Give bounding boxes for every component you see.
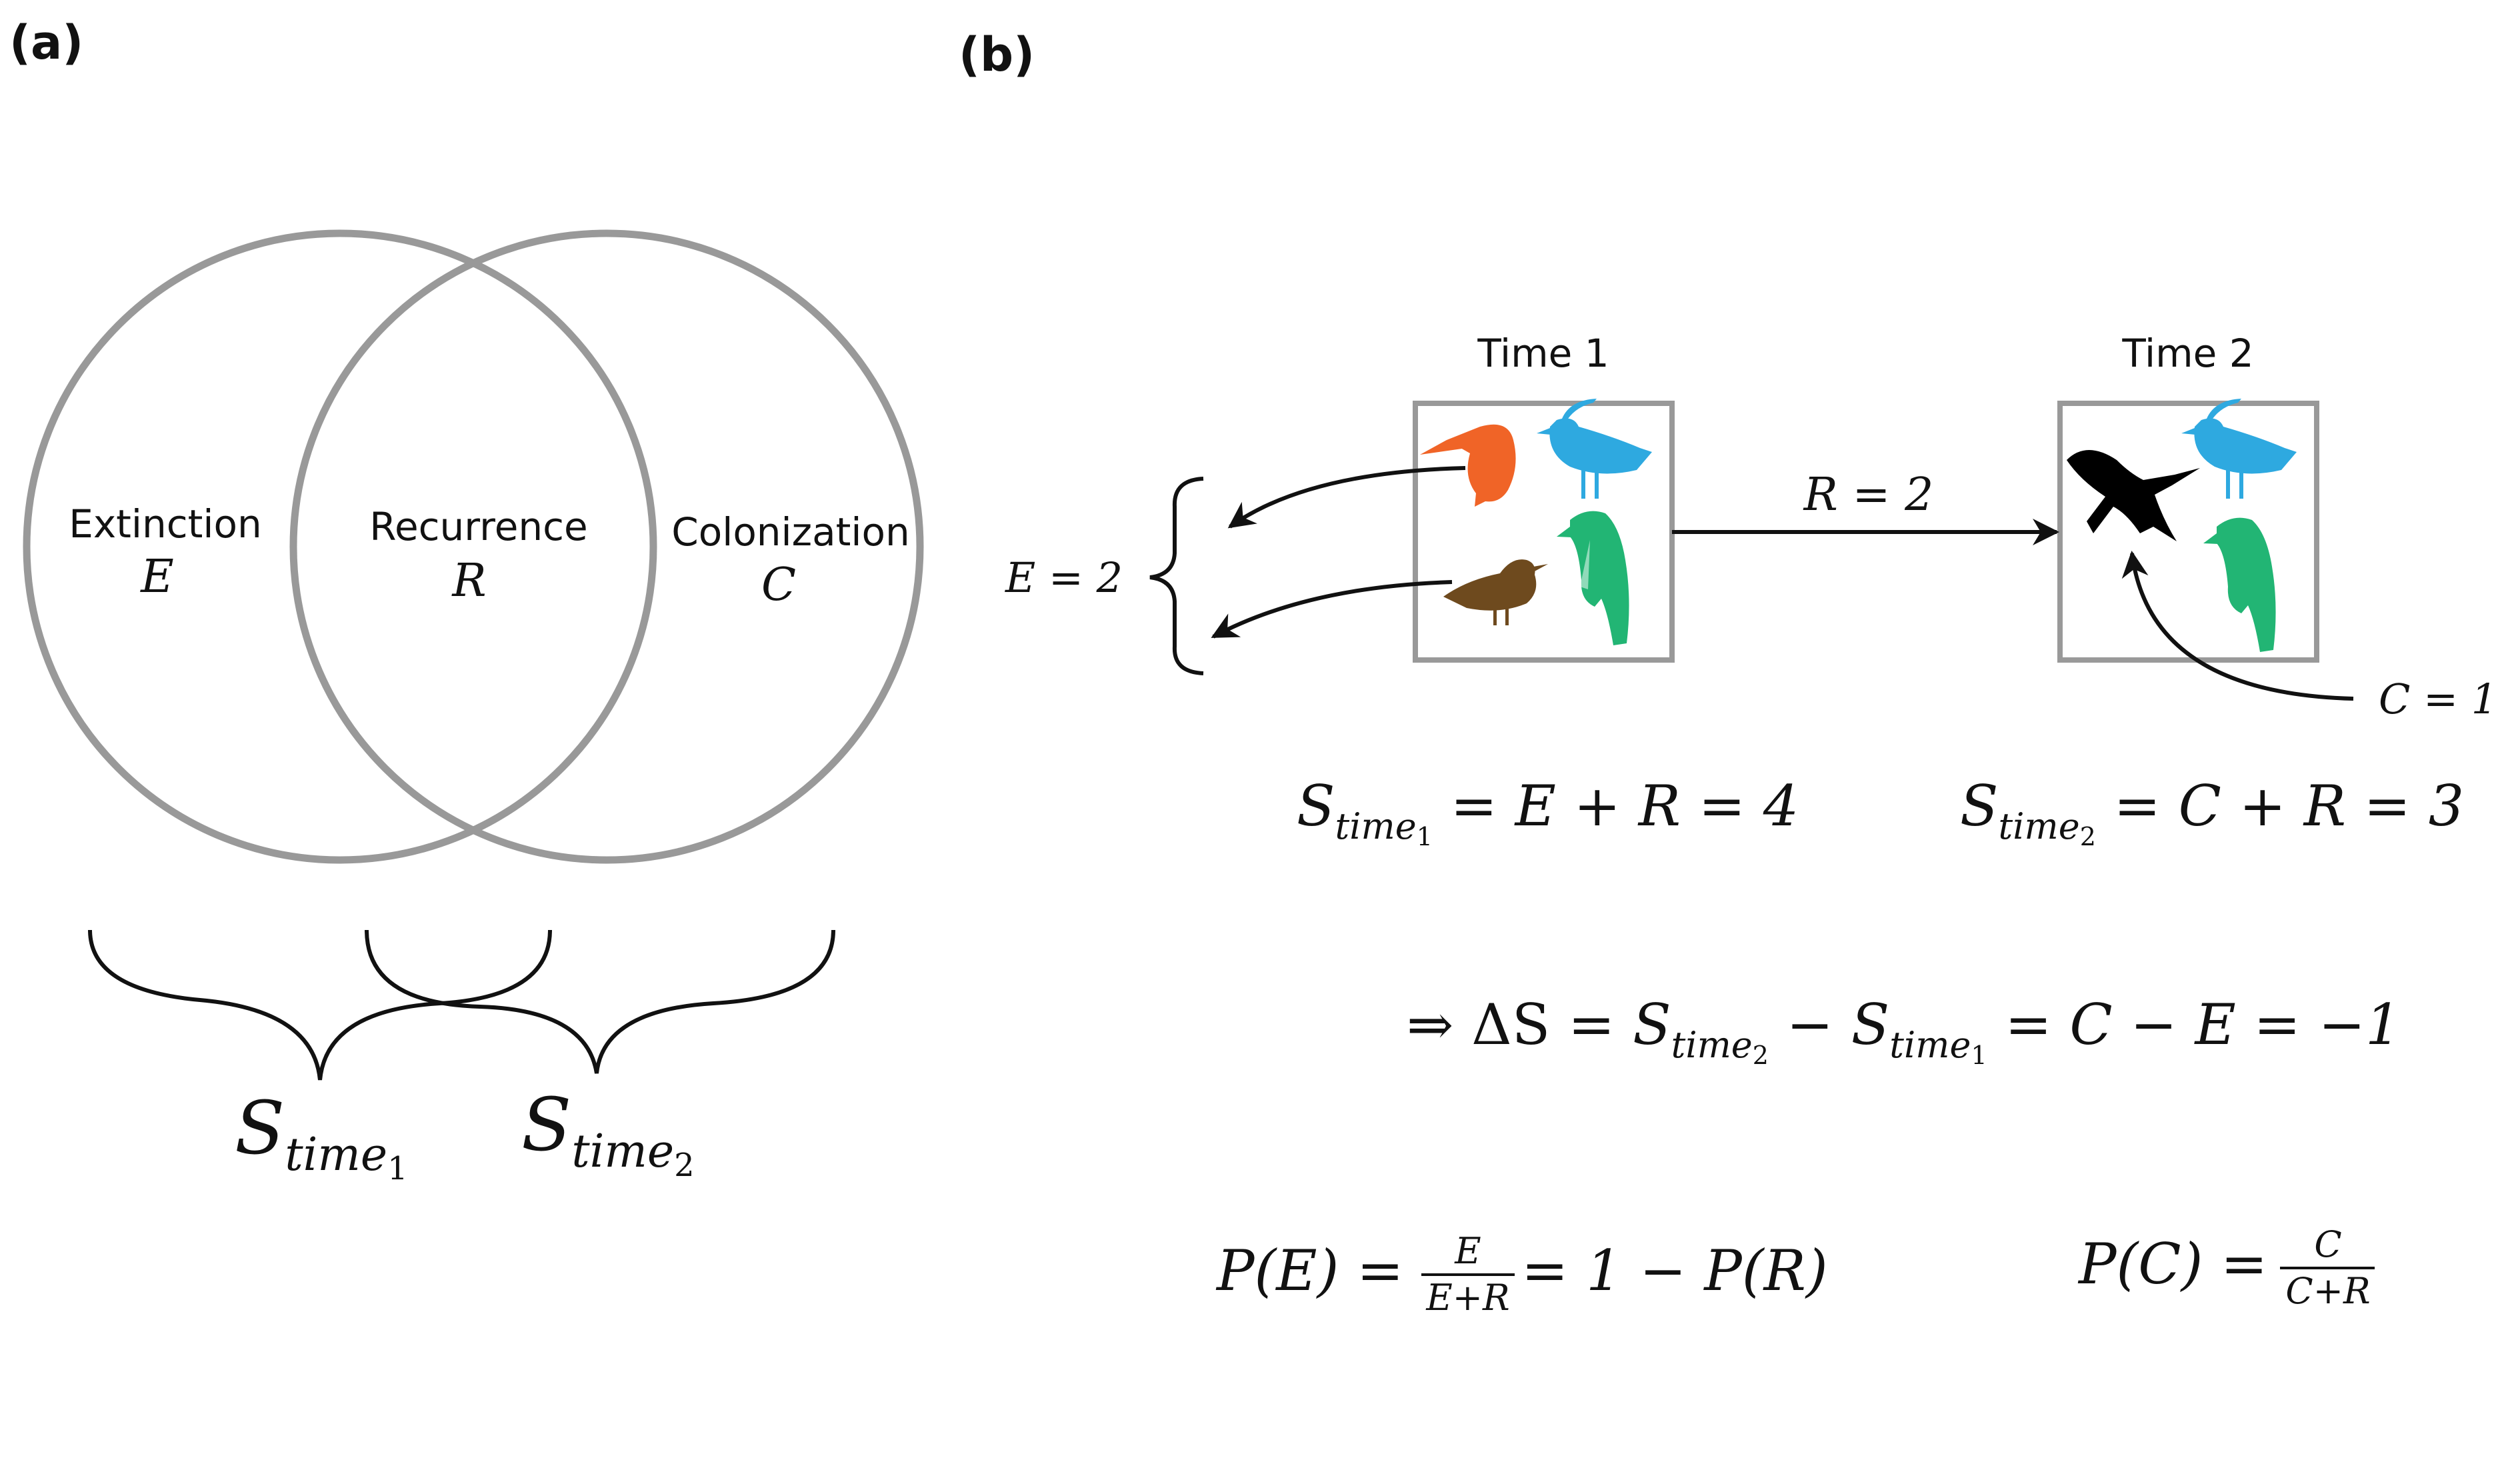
venn-circle-time2 [289, 229, 924, 864]
panel-label-b: (b) [959, 27, 1035, 82]
pe-lhs: P(E) = [1215, 1238, 1403, 1303]
equation-s-time1: Stime1 = E + R = 4 [1297, 773, 1799, 851]
green-woodpecker-icon-time2 [2203, 517, 2276, 652]
pe-denominator: E+R [1425, 1277, 1509, 1319]
black-stork-icon [2067, 450, 2200, 541]
blue-crested-bird-icon-time2 [2181, 399, 2297, 499]
pe-numerator: E [1454, 1230, 1481, 1272]
pc-denominator: C+R [2285, 1270, 2370, 1312]
colonization-label: Colonization [671, 509, 910, 555]
time2-box [2057, 401, 2319, 663]
extinction-symbol: E [139, 551, 174, 603]
pc-numerator: C [2314, 1223, 2341, 1265]
extinction-label: Extinction [69, 501, 262, 547]
orange-bird-icon [1420, 424, 1516, 507]
equation-s-time2: Stime2 = C + R = 3 [1960, 773, 2464, 851]
colonization-count-label: C = 1 [2379, 675, 2497, 723]
extinction-brace [1149, 477, 1204, 675]
recurrence-label: Recurrence [369, 504, 587, 549]
time1-title: Time 1 [1477, 331, 1609, 376]
equation-delta-s: ⇒ ΔS = Stime2 − Stime1 = C − E = −1 [1407, 992, 2401, 1070]
colonization-arrow [2121, 551, 2354, 701]
panel-label-a: (a) [9, 15, 83, 70]
equation-p-c: P(C) = C C+R [2077, 1223, 2375, 1312]
recurrence-symbol: R [451, 555, 486, 607]
brace-time2 [365, 929, 835, 1074]
brace-label-time1: Stime1 [235, 1085, 408, 1187]
extinction-count-label: E = 2 [1005, 553, 1123, 602]
blue-crested-bird-icon [1537, 399, 1652, 499]
venn-circle-time1 [23, 229, 657, 864]
recurrence-count-label: R = 2 [1803, 469, 1934, 521]
brace-label-time2: Stime2 [521, 1082, 695, 1184]
time2-title: Time 2 [2121, 331, 2253, 376]
equation-p-e: P(E) = E E+R = 1 − P(R) [1215, 1230, 1828, 1319]
extinction-arrow-2 [1211, 580, 1453, 639]
pc-lhs: P(C) = [2077, 1231, 2267, 1297]
venn-diagram: Extinction E Recurrence R Colonization C [23, 229, 924, 864]
brown-bird-icon [1443, 559, 1548, 625]
brace-time1 [88, 929, 552, 1081]
green-woodpecker-icon [1557, 511, 1629, 645]
pe-rhs: = 1 − P(R) [1521, 1238, 1828, 1303]
extinction-arrow-1 [1227, 466, 1466, 529]
colonization-symbol: C [761, 559, 796, 611]
